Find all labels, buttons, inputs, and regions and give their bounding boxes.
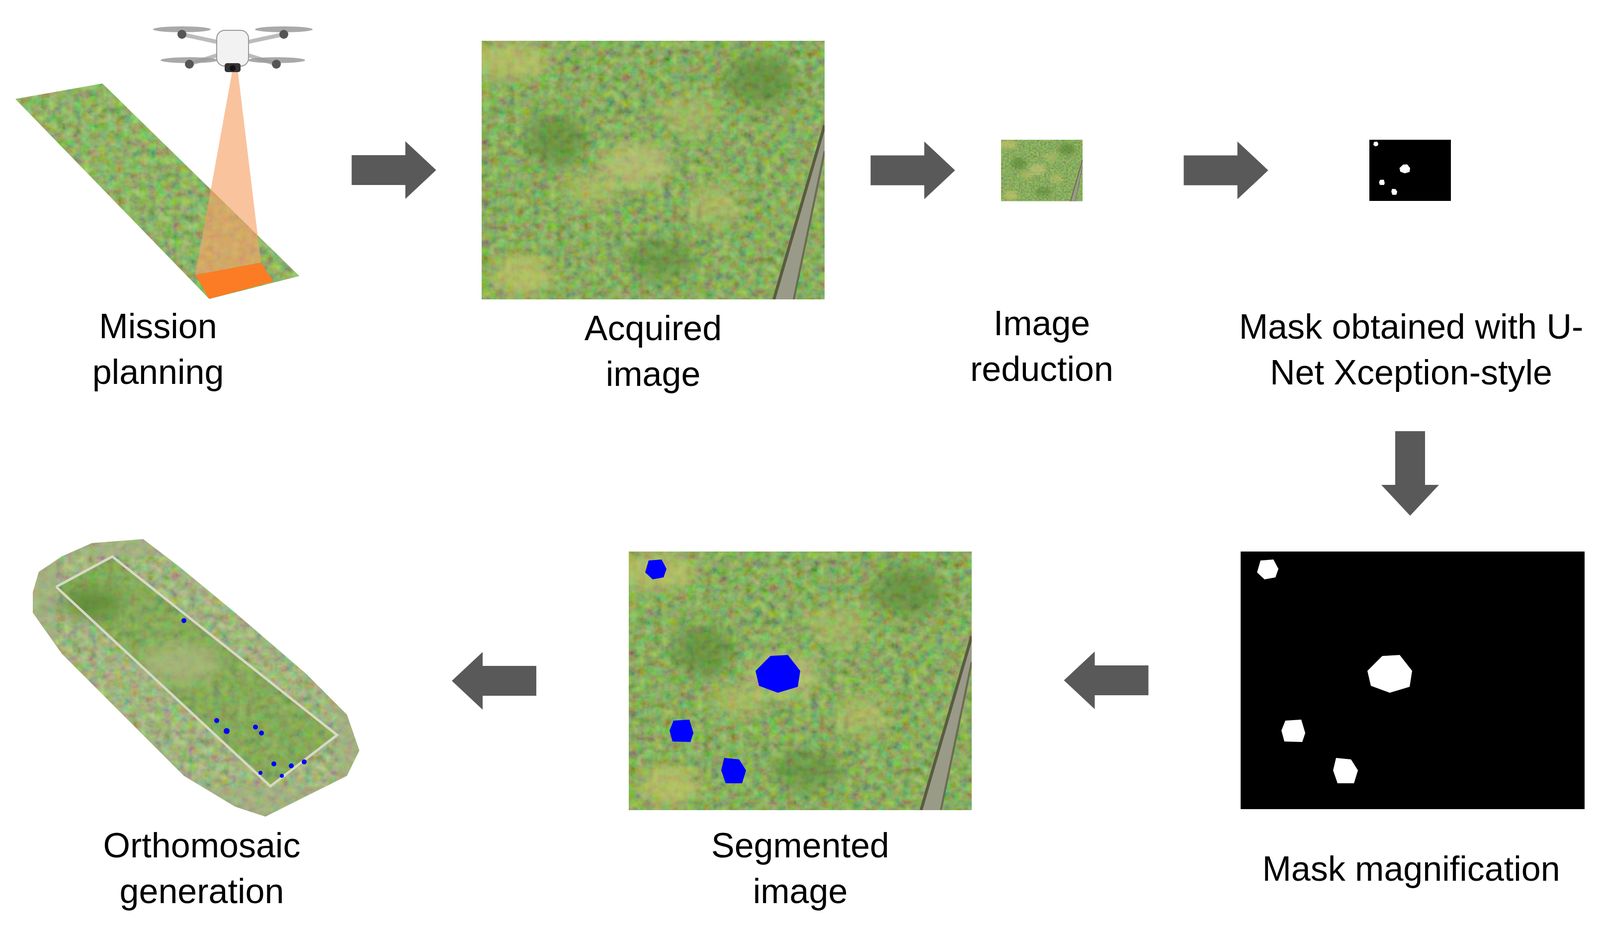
block-arrow [1183,141,1269,200]
mission-illustration [15,26,313,304]
small-mask [1369,139,1451,201]
stage-label: Orthomosaic generation [92,822,312,914]
stage-node: Image reduction [1001,139,1083,201]
stage-label: Acquired image [573,305,733,397]
large-mask [1240,551,1585,809]
stage-node: Orthomosaic generation [30,538,360,817]
acquired-photo [471,40,825,300]
stage-label: Mission planning [78,303,238,395]
segmented-photo [618,551,972,810]
orthomosaic-map [30,538,364,818]
block-arrow [1064,651,1149,709]
block-arrow [1381,430,1439,516]
stage-node: Segmented image [628,551,972,810]
stage-node: Mask obtained with U-Net Xception-style [1369,139,1451,201]
block-arrow [451,651,537,710]
stage-node: Acquired image [481,40,825,300]
block-arrow [351,141,437,199]
stage-label: Mask obtained with U-Net Xception-style [1232,303,1591,396]
stage-label: Segmented image [700,822,900,914]
stage-node: Mission planning [15,15,307,302]
stage-node: Mask magnification [1240,551,1585,809]
stage-label: Image reduction [959,300,1124,392]
stage-label: Mask magnification [1232,845,1591,892]
block-arrow [870,141,956,200]
reduced-photo [998,139,1083,202]
